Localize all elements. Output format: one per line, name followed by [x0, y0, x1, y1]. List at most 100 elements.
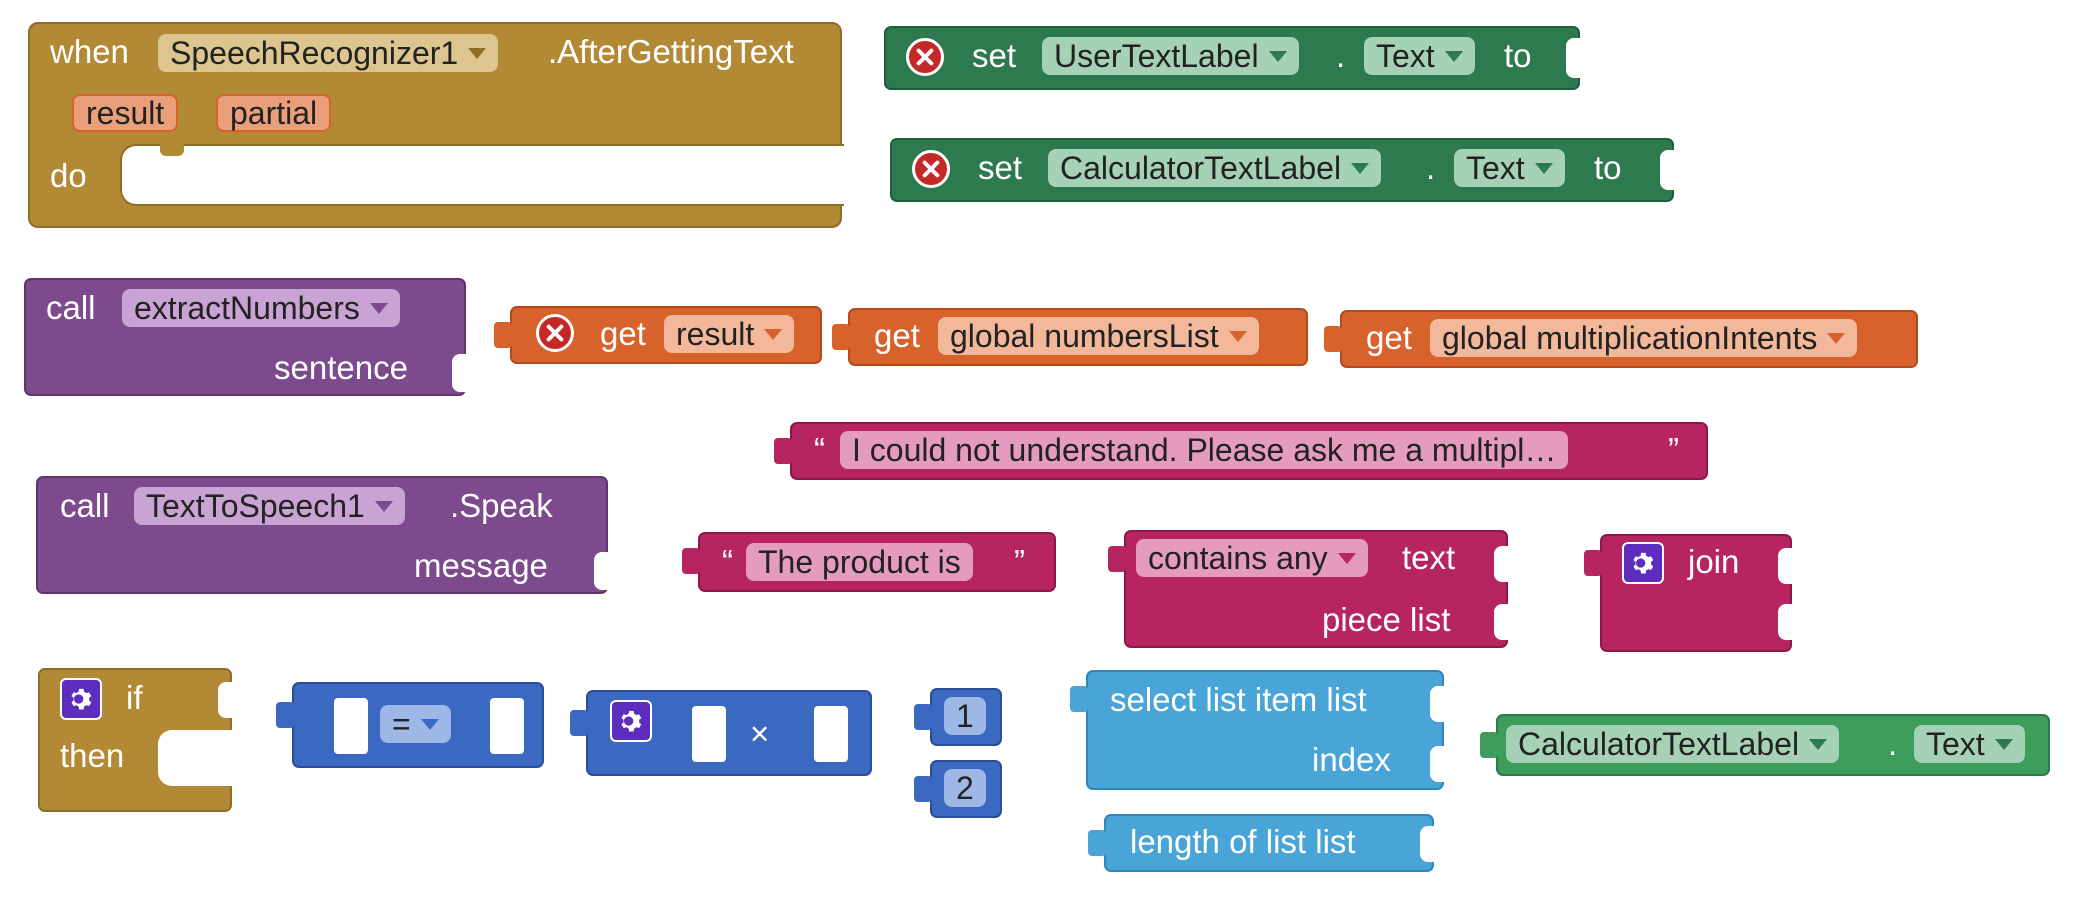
- output-tab: [1480, 732, 1498, 758]
- speak-component-dropdown[interactable]: TextToSpeech1: [134, 487, 405, 525]
- number-2-field[interactable]: 2: [944, 769, 986, 807]
- select-list-item-block[interactable]: [1086, 670, 1446, 790]
- list-input-socket[interactable]: [1420, 826, 1436, 862]
- speak-method-label: .Speak: [450, 487, 553, 524]
- dot-label: .: [1426, 149, 1436, 186]
- multiply-operator-label: ×: [750, 715, 770, 752]
- then-label: then: [60, 737, 125, 774]
- close-quote-label: ”: [1014, 543, 1025, 580]
- multiplier-socket[interactable]: [814, 706, 848, 762]
- value-input-socket[interactable]: [1566, 38, 1582, 78]
- message-input-socket[interactable]: [594, 552, 610, 590]
- index-input-socket[interactable]: [1430, 746, 1446, 782]
- value-input-socket[interactable]: [1660, 150, 1676, 190]
- chevron-down-icon: [764, 328, 783, 340]
- text1-value: I could not understand. Please ask me a …: [852, 432, 1557, 468]
- error-icon[interactable]: [912, 150, 950, 188]
- get1-variable-label: result: [676, 316, 755, 352]
- getter-component-label: CalculatorTextLabel: [1518, 726, 1800, 762]
- error-icon[interactable]: [536, 314, 574, 352]
- do-label: do: [50, 157, 87, 194]
- compare-operator-dropdown[interactable]: =: [380, 705, 451, 743]
- chevron-down-icon: [1994, 738, 2013, 750]
- chevron-down-icon: [420, 718, 439, 730]
- call-label: call: [60, 487, 110, 524]
- output-tab: [914, 776, 932, 802]
- open-quote-label: “: [722, 543, 733, 580]
- piece-arg-label: piece list: [1322, 601, 1451, 638]
- contains-mode-label: contains any: [1148, 540, 1328, 576]
- length-of-list-block[interactable]: [1104, 814, 1436, 872]
- output-tab: [774, 438, 792, 464]
- when-label: when: [50, 33, 129, 70]
- set1-property-dropdown[interactable]: Text: [1364, 37, 1475, 75]
- call-label: call: [46, 289, 96, 326]
- output-tab: [914, 704, 932, 730]
- chevron-down-icon: [1228, 330, 1247, 342]
- get3-variable-dropdown[interactable]: global multiplicationIntents: [1430, 319, 1858, 357]
- join-label: join: [1688, 543, 1740, 580]
- set1-property-label: Text: [1376, 38, 1435, 74]
- set2-component-label: CalculatorTextLabel: [1060, 150, 1342, 186]
- join-input-socket-1[interactable]: [1778, 548, 1794, 584]
- condition-input-socket[interactable]: [218, 682, 234, 718]
- output-tab: [1088, 830, 1106, 856]
- error-icon[interactable]: [906, 38, 944, 76]
- contains-mode-dropdown[interactable]: contains any: [1136, 539, 1368, 577]
- message-arg-label: message: [414, 547, 548, 584]
- event-component-label: SpeechRecognizer1: [170, 35, 459, 71]
- index-arg-label: index: [1312, 741, 1391, 778]
- length-of-list-label: length of list list: [1130, 823, 1356, 860]
- output-tab: [570, 710, 588, 736]
- get1-variable-dropdown[interactable]: result: [664, 315, 795, 353]
- join-input-socket-2[interactable]: [1778, 604, 1794, 640]
- multiplicand-socket[interactable]: [692, 706, 726, 762]
- number-1-field[interactable]: 1: [944, 697, 986, 735]
- then-statement-socket[interactable]: [158, 730, 234, 786]
- procedure-dropdown[interactable]: extractNumbers: [122, 289, 400, 327]
- select-list-item-label: select list item list: [1110, 681, 1367, 718]
- set2-property-dropdown[interactable]: Text: [1454, 149, 1565, 187]
- set1-component-label: UserTextLabel: [1054, 38, 1259, 74]
- sentence-input-socket[interactable]: [452, 354, 468, 392]
- set1-component-dropdown[interactable]: UserTextLabel: [1042, 37, 1299, 75]
- get2-variable-dropdown[interactable]: global numbersList: [938, 317, 1259, 355]
- getter-component-dropdown[interactable]: CalculatorTextLabel: [1506, 725, 1840, 763]
- number-1-value: 1: [956, 698, 974, 734]
- output-tab: [682, 548, 700, 574]
- event-component-dropdown[interactable]: SpeechRecognizer1: [158, 34, 499, 72]
- left-operand-socket[interactable]: [334, 698, 368, 754]
- chevron-down-icon: [1444, 50, 1463, 62]
- set2-component-dropdown[interactable]: CalculatorTextLabel: [1048, 149, 1382, 187]
- procedure-label: extractNumbers: [134, 290, 360, 326]
- text2-field[interactable]: The product is: [746, 543, 973, 581]
- chevron-down-icon: [369, 302, 388, 314]
- getter-property-dropdown[interactable]: Text: [1914, 725, 2025, 763]
- text1-field[interactable]: I could not understand. Please ask me a …: [840, 431, 1569, 469]
- do-socket-notch: [160, 144, 184, 156]
- gear-icon[interactable]: [1622, 542, 1664, 584]
- output-tab: [494, 322, 512, 348]
- param-partial-chip[interactable]: partial: [216, 94, 332, 132]
- list-input-socket[interactable]: [1430, 686, 1446, 722]
- chevron-down-icon: [1337, 552, 1356, 564]
- getter-property-label: Text: [1926, 726, 1985, 762]
- piece-input-socket[interactable]: [1494, 604, 1510, 640]
- chevron-down-icon: [374, 500, 393, 512]
- close-quote-label: ”: [1668, 431, 1679, 468]
- gear-icon[interactable]: [610, 700, 652, 742]
- do-statement-socket[interactable]: [120, 144, 844, 206]
- open-quote-label: “: [814, 431, 825, 468]
- right-operand-socket[interactable]: [490, 698, 524, 754]
- text2-value: The product is: [758, 544, 961, 580]
- param-result-chip[interactable]: result: [72, 94, 179, 132]
- dot-label: .: [1888, 725, 1898, 762]
- gear-icon[interactable]: [60, 678, 102, 720]
- dot-label: .: [1336, 37, 1346, 74]
- output-tab: [1070, 686, 1088, 712]
- set2-property-label: Text: [1466, 150, 1525, 186]
- get2-variable-label: global numbersList: [950, 318, 1219, 354]
- text-input-socket[interactable]: [1494, 546, 1510, 582]
- chevron-down-icon: [1827, 332, 1846, 344]
- chevron-down-icon: [1534, 162, 1553, 174]
